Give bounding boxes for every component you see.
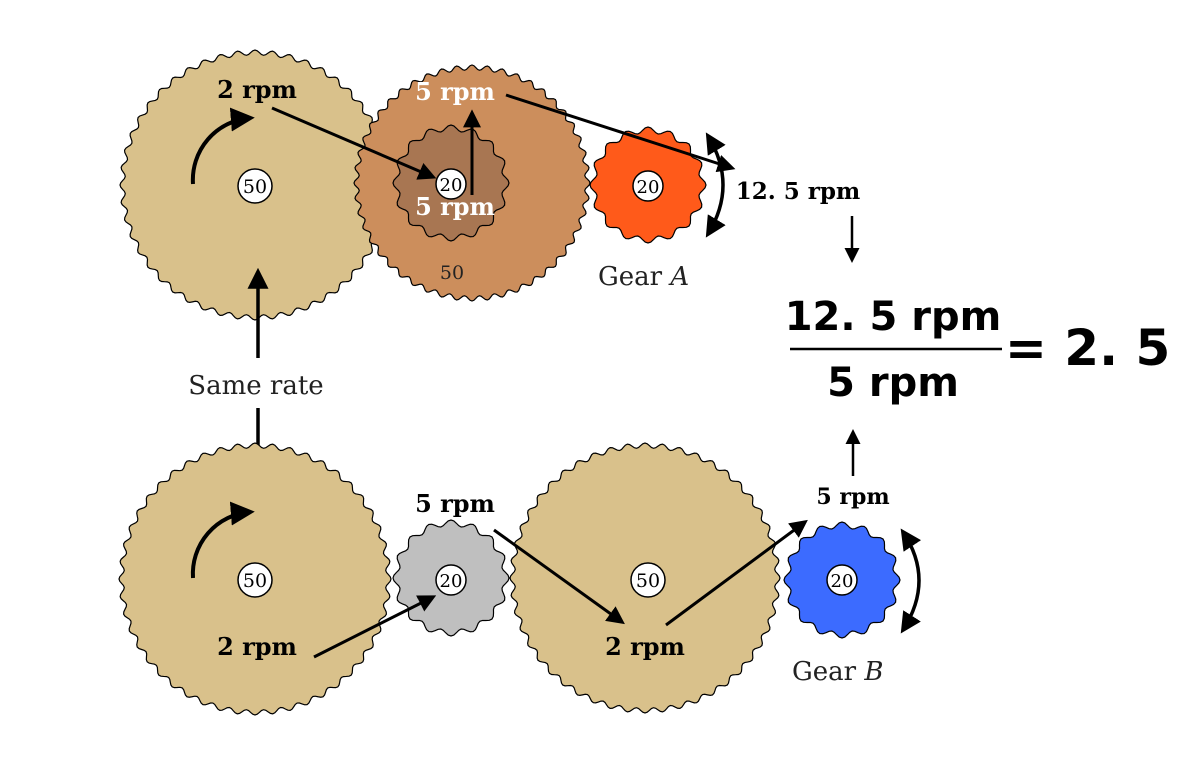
top-big-hub: 50 bbox=[237, 168, 273, 204]
top-compound-inner-rate-label: 5 rpm bbox=[415, 192, 495, 221]
bottom-big-hub: 50 bbox=[237, 562, 273, 598]
gear-b-teeth-label: 20 bbox=[831, 571, 854, 592]
equation-numerator: 12. 5 rpm bbox=[785, 294, 1002, 340]
bottom-second-big-teeth-label: 50 bbox=[636, 570, 660, 592]
top-big-teeth-label: 50 bbox=[243, 176, 267, 198]
gear-a-teeth-label: 20 bbox=[637, 177, 660, 198]
bottom-big-teeth-label: 50 bbox=[243, 570, 267, 592]
arrow-top-big-to-inner bbox=[271, 106, 437, 180]
arrow-second-big-to-gear-b bbox=[665, 519, 808, 627]
top-compound-outer-teeth-label: 50 bbox=[440, 262, 464, 284]
svg-text:Gear B: Gear B bbox=[792, 657, 883, 687]
gear-b-variable: B bbox=[863, 657, 883, 687]
gear-a-variable: A bbox=[668, 262, 689, 292]
gear-b-rotation-arrow bbox=[900, 528, 922, 634]
equation-result: = 2. 5 bbox=[1005, 319, 1170, 377]
gear-b-caption: Gear B bbox=[792, 657, 883, 687]
top-big-rate-label: 2 rpm bbox=[217, 75, 297, 104]
svg-text:Gear A: Gear A bbox=[598, 262, 689, 292]
top-train: 50 20 50 20 2 rpm 5 rpm 5 rpm 12. 5 rpm … bbox=[119, 49, 861, 321]
gear-a-caption: Gear A bbox=[598, 262, 689, 292]
gear-b-hub: 20 bbox=[826, 564, 858, 596]
top-rotation-arrow bbox=[190, 107, 255, 185]
bottom-train: 50 20 50 20 2 rpm 5 rpm 2 rpm 5 rpm Gear… bbox=[118, 429, 922, 716]
ratio-equation: 12. 5 rpm 5 rpm = 2. 5 bbox=[785, 294, 1171, 406]
bottom-second-big-rate-label: 2 rpm bbox=[605, 632, 685, 661]
bottom-output-rate-label: 5 rpm bbox=[816, 484, 889, 510]
gear-a-rotation-arrow bbox=[705, 132, 726, 238]
top-output-rate-label: 12. 5 rpm bbox=[736, 178, 861, 205]
top-compound-inner-hub: 20 bbox=[435, 168, 467, 200]
same-rate-label: Same rate bbox=[188, 371, 323, 401]
arrow-outer-to-gear-a bbox=[505, 93, 736, 173]
gear-b-word: Gear bbox=[792, 657, 857, 687]
same-rate-group: Same rate bbox=[188, 267, 324, 499]
top-compound-outer-rate-label: 5 rpm bbox=[415, 77, 495, 106]
bottom-big-rate-label: 2 rpm bbox=[217, 632, 297, 661]
gear-a-hub: 20 bbox=[632, 170, 664, 202]
bottom-rotation-arrow bbox=[190, 501, 255, 579]
bottom-second-big-hub: 50 bbox=[630, 562, 666, 598]
arrow-idler-to-second-big bbox=[493, 528, 625, 625]
arrow-bottom-big-to-idler bbox=[313, 595, 437, 659]
bottom-idler-hub: 20 bbox=[435, 564, 467, 596]
gear-a-word: Gear bbox=[598, 262, 663, 292]
top-compound-inner-teeth-label: 20 bbox=[440, 175, 463, 196]
equation-denominator: 5 rpm bbox=[827, 360, 959, 406]
bottom-idler-rate-label: 5 rpm bbox=[415, 489, 495, 518]
bottom-idler-teeth-label: 20 bbox=[440, 571, 463, 592]
